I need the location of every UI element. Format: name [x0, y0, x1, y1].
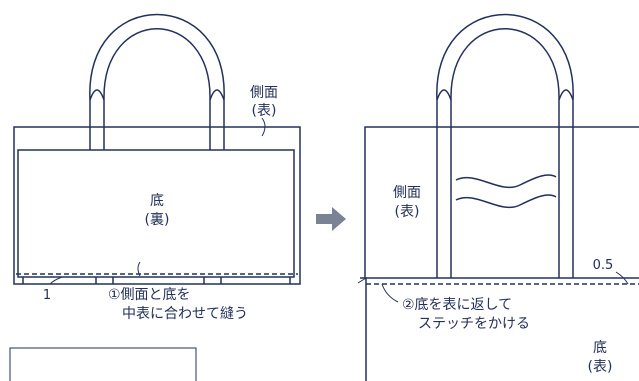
right-seam-leader — [615, 271, 629, 285]
left-bottom-label-1: 底 — [150, 193, 164, 209]
right-strap-right — [558, 89, 574, 278]
left-step-text-2: 中表に合わせて縫う — [122, 306, 248, 322]
right-step-leader — [381, 283, 399, 303]
right-bottom-label-1: 底 — [593, 340, 607, 356]
right-handle-outer — [436, 13, 574, 101]
right-seam-number: 0.5 — [593, 258, 614, 273]
right-side-panel — [364, 126, 639, 278]
right-corner-mark — [357, 277, 367, 284]
left-handle-inner — [103, 28, 211, 101]
left-seam-number: 1 — [43, 288, 51, 303]
left-bottom-panel — [17, 149, 295, 278]
right-bag-figure: 側面 (表) 0.5 ②底を表に返して ステッチをかける 底 (表) — [357, 13, 639, 381]
left-strap-right — [209, 89, 225, 150]
right-strap-left — [436, 89, 452, 278]
left-side-label-1: 側面 — [250, 85, 278, 101]
right-bottom-label-2: (表) — [588, 359, 613, 375]
right-side-label-2: (表) — [395, 204, 420, 220]
left-base-ticks — [22, 277, 291, 284]
left-handle-outer — [89, 13, 225, 101]
left-step-text-1: ①側面と底を — [108, 287, 191, 303]
right-pocket-band — [455, 174, 557, 208]
right-step-text-2: ステッチをかける — [418, 316, 530, 332]
left-strap-left — [89, 89, 105, 150]
left-seam-leader — [49, 276, 63, 285]
left-step-leader — [137, 261, 141, 277]
right-handle-inner — [450, 28, 560, 101]
left-note-box — [9, 347, 197, 381]
right-side-label-1: 側面 — [393, 185, 421, 201]
left-side-leader — [261, 117, 266, 137]
right-bottom-panel — [360, 277, 639, 381]
left-side-label-2: (表) — [252, 103, 277, 119]
right-step-text-1: ②底を表に返して — [402, 297, 512, 313]
left-bag-figure: 側面 (表) 底 (裏) 1 ①側面と底を 中表に合わせて縫う — [9, 13, 301, 381]
left-bottom-label-2: (裏) — [145, 211, 170, 228]
left-side-panel — [13, 126, 301, 285]
right-arrow-icon — [316, 207, 346, 231]
